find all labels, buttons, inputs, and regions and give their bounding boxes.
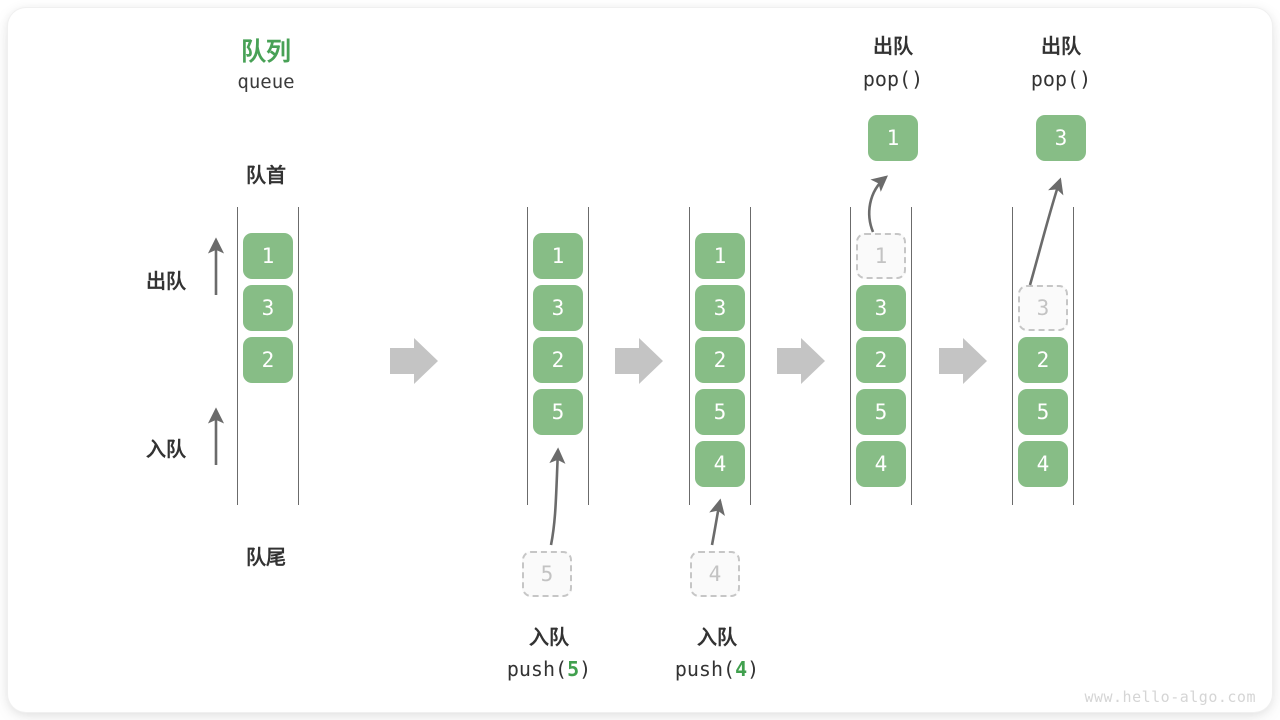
queue-cell-ghost: 1 [856, 233, 906, 279]
dequeue-side-label: 出队 [146, 271, 186, 293]
queue-cell: 2 [856, 337, 906, 383]
queue-cell: 1 [243, 233, 293, 279]
step-arrow-4 [939, 338, 987, 384]
rail-left [850, 207, 851, 505]
enqueue-side-label: 入队 [146, 439, 186, 461]
push-4-caption-cn: 入队 [697, 627, 737, 649]
front-label: 队首 [246, 165, 286, 187]
incoming-element-4: 4 [690, 551, 740, 597]
queue-cell: 1 [533, 233, 583, 279]
queue-column-push-4: 1 3 2 5 4 [689, 207, 751, 505]
incoming-element-5: 5 [522, 551, 572, 597]
queue-cell: 3 [243, 285, 293, 331]
rail-right [298, 207, 299, 505]
rail-left [689, 207, 690, 505]
queue-cell: 3 [533, 285, 583, 331]
queue-column-push-5: 1 3 2 5 [527, 207, 589, 505]
diagram-title-cn: 队列 [240, 38, 291, 66]
queue-cell: 3 [695, 285, 745, 331]
queue-cell: 4 [1018, 441, 1068, 487]
queue-cell: 2 [243, 337, 293, 383]
queue-cell-ghost: 3 [1018, 285, 1068, 331]
pop-1-caption-code: pop() [823, 67, 963, 91]
pop-1-caption-cn: 出队 [873, 36, 913, 58]
outgoing-element-3: 3 [1036, 115, 1086, 161]
queue-cell: 5 [1018, 389, 1068, 435]
rail-left [237, 207, 238, 505]
push-4-caption-code: push(4) [647, 657, 787, 681]
push-5-code-suffix: ) [579, 657, 592, 681]
queue-cell: 1 [695, 233, 745, 279]
rail-right [1073, 207, 1074, 505]
push-5-code-prefix: push( [506, 657, 568, 681]
rail-left [1012, 207, 1013, 505]
step-arrow-1 [390, 338, 438, 384]
rail-right [750, 207, 751, 505]
diagram-title-en: queue [237, 71, 295, 93]
push-4-code-prefix: push( [674, 657, 736, 681]
queue-cell: 4 [856, 441, 906, 487]
push-5-code-value: 5 [567, 657, 580, 681]
pop-3-code-suffix: ) [1079, 67, 1092, 91]
push-4-code-suffix: ) [747, 657, 760, 681]
queue-column-initial: 1 3 2 [237, 207, 299, 505]
queue-cell: 2 [533, 337, 583, 383]
rail-left [527, 207, 528, 505]
step-arrow-2 [615, 338, 663, 384]
pop-1-code-suffix: ) [911, 67, 924, 91]
outgoing-element-1: 1 [868, 115, 918, 161]
pop-3-caption-cn: 出队 [1041, 36, 1081, 58]
pop-3-caption-code: pop() [991, 67, 1131, 91]
queue-cell: 5 [533, 389, 583, 435]
watermark: www.hello-algo.com [1084, 688, 1256, 706]
queue-column-pop-3: 3 2 5 4 [1012, 207, 1074, 505]
push-4-arrow [709, 498, 725, 546]
queue-cell: 3 [856, 285, 906, 331]
queue-cell: 2 [695, 337, 745, 383]
pop-1-code-prefix: pop( [862, 67, 912, 91]
queue-cell: 5 [695, 389, 745, 435]
step-arrow-3 [777, 338, 825, 384]
queue-cell: 5 [856, 389, 906, 435]
rear-label: 队尾 [246, 547, 286, 569]
queue-column-pop-1: 1 3 2 5 4 [850, 207, 912, 505]
push-5-caption-code: push(5) [479, 657, 619, 681]
rail-right [911, 207, 912, 505]
push-4-code-value: 4 [735, 657, 748, 681]
queue-cell: 4 [695, 441, 745, 487]
push-5-caption-cn: 入队 [529, 627, 569, 649]
queue-cell: 2 [1018, 337, 1068, 383]
rail-right [588, 207, 589, 505]
pop-3-code-prefix: pop( [1030, 67, 1080, 91]
